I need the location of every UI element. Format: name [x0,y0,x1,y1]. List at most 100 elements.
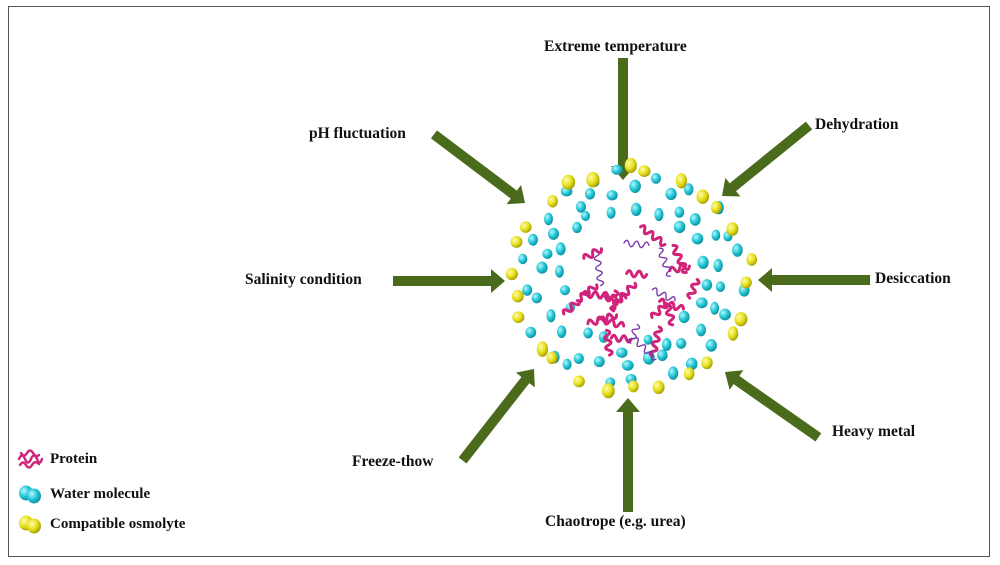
compatible-osmolyte [683,367,695,381]
arrow-left [393,269,505,293]
water-molecule [689,213,701,226]
water-molecule [691,233,704,245]
protein-icon [17,449,44,469]
water-molecule [678,310,690,324]
water-molecule [630,202,642,216]
water-molecule [715,281,726,293]
protein-helix [586,312,619,326]
compatible-osmolyte [561,174,576,190]
protein-helix [593,250,605,287]
water-molecule [606,206,616,219]
osmolyte-icon [19,515,41,534]
protein-helix [598,315,626,329]
compatible-osmolyte [546,351,558,365]
water-molecule [548,227,559,240]
legend-protein-text: Protein [50,450,98,467]
water-molecule [643,334,653,345]
water-molecule [701,279,713,291]
compatible-osmolyte [512,311,525,324]
water-molecule [713,258,723,273]
water-molecule [518,253,528,265]
compatible-osmolyte [511,289,524,303]
protein-helix [649,302,669,319]
water-molecule [621,360,634,371]
label-freeze-thow: Freeze-thow [352,453,434,470]
protein-helix [658,247,672,277]
water-molecule [683,183,694,196]
compatible-osmolyte [740,276,752,289]
water-molecule [732,243,743,257]
water-molecule [581,210,590,222]
water-molecule [562,358,572,370]
water-molecule [606,190,618,201]
arrow-top [611,58,635,180]
compatible-osmolyte [675,173,688,189]
water-molecule [685,357,698,371]
water-molecule [546,309,556,323]
water-molecule [573,353,584,364]
protein-helix [581,289,615,301]
legend-osmolyte-text: Compatible osmolyte [50,515,186,532]
label-chaotrope: Chaotrope (e.g. urea) [545,513,686,530]
compatible-osmolyte [519,221,532,233]
water-molecule [719,308,731,321]
water-molecule [629,179,641,193]
protein-helix [627,323,641,344]
water-molecule [673,220,686,234]
protein-helix [639,224,667,248]
water-molecule [711,229,721,241]
label-salinity-condition: Salinity condition [245,271,362,288]
water-molecule [556,325,567,339]
protein-helix [609,281,638,311]
compatible-osmolyte [505,267,518,281]
compatible-osmolyte [727,326,739,341]
water-molecule [536,261,548,274]
water-molecule [555,265,564,278]
protein-helix [561,299,581,316]
protein-helix [648,325,664,358]
compatible-osmolyte [726,222,739,236]
water-molecule [705,339,717,352]
compatible-osmolyte [510,236,523,248]
compatible-osmolyte [624,157,637,174]
water-molecule [674,206,685,218]
compatible-osmolyte [573,375,585,388]
protein-helix [625,269,649,279]
water-molecule [555,242,566,256]
protein-helix [633,337,657,361]
protein-helix [623,239,650,249]
label-ph-fluctuation: pH fluctuation [309,125,406,142]
compatible-osmolyte [628,380,639,393]
compatible-osmolyte [652,380,665,395]
water-molecule [710,301,720,315]
water-molecule [560,285,570,296]
water-molecule [611,164,623,175]
water-molecule [668,366,679,380]
water-molecule [697,255,709,269]
water-molecule [651,173,661,184]
protein-helix [686,278,701,300]
compatible-osmolyte [536,341,549,357]
water-molecule [528,233,538,246]
protein-helix [658,297,685,312]
arrow-bottom-left [458,369,535,464]
compatible-osmolyte [547,194,558,208]
protein-structure [561,224,701,361]
water-molecule [522,284,533,296]
label-desiccation: Desiccation [875,270,951,287]
label-heavy-metal: Heavy metal [832,423,916,440]
compatible-osmolyte [638,165,651,177]
compatible-osmolyte [586,171,600,188]
water-molecule [583,327,593,339]
arrow-bottom-right [725,370,822,442]
water-molecule [696,297,708,309]
legend-water: Water molecule [16,483,150,505]
label-dehydration: Dehydration [815,116,899,133]
protein-helix [582,247,603,260]
compatible-osmolyte [696,189,709,204]
water-molecule-icon [19,485,41,504]
compatible-osmolyte [601,383,615,399]
water-molecule [696,323,706,337]
protein-helix [665,304,676,327]
arrow-bottom [616,398,640,512]
